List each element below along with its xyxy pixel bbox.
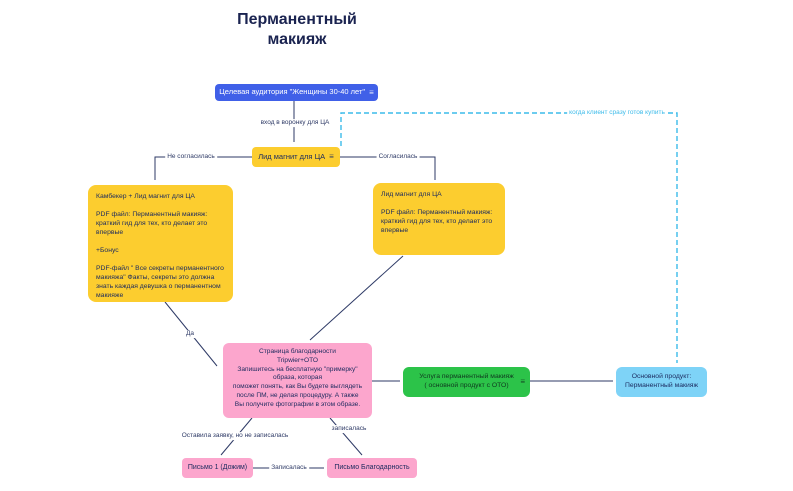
- menu-icon[interactable]: ≡: [520, 377, 525, 386]
- edge-thank-you-to-letter-thanks: [329, 417, 363, 456]
- page-title[interactable]: Перманентный макияж: [237, 11, 357, 48]
- edge-label-funnel-entry[interactable]: вход в воронку для ЦА: [258, 119, 332, 127]
- lead-magnet-node[interactable]: Лид магнит для ЦА ≡: [252, 147, 340, 167]
- edge-label-signed-up-2[interactable]: Записалась: [269, 464, 309, 472]
- edge-lead-magnet-file-to-thank-you: [309, 255, 404, 341]
- edge-label-agreed[interactable]: Согласилась: [376, 153, 420, 161]
- edge-label-left-request[interactable]: Оставила заявку, но не записалась: [179, 432, 291, 440]
- audience-label: Целевая аудитория "Женщины 30-40 лет": [219, 87, 366, 97]
- service-label: Услуга перманентный макияж ( основной пр…: [419, 373, 514, 389]
- edge-label-declined[interactable]: Не согласилась: [165, 153, 217, 161]
- lead-magnet-file-node[interactable]: Лид магнит для ЦА PDF файл: Перманентный…: [373, 183, 505, 255]
- comebacker-node[interactable]: Камбекер + Лид магнит для ЦА PDF файл: П…: [88, 185, 233, 302]
- main-product-node[interactable]: Основной продукт: Перманентный макияж: [616, 367, 707, 397]
- letter1-node[interactable]: Письмо 1 (Дожим): [182, 458, 253, 478]
- service-node[interactable]: Услуга перманентный макияж ( основной пр…: [403, 367, 530, 397]
- menu-icon[interactable]: ≡: [329, 152, 334, 161]
- edge-label-ready-to-buy[interactable]: когда клиент сразу готов купить: [567, 109, 667, 117]
- edge-label-yes[interactable]: Да: [183, 330, 197, 338]
- thank-you-page-node[interactable]: Страница благодарности Tripwier+ОТО Запи…: [223, 343, 372, 418]
- letter-thanks-node[interactable]: Письмо Благодарность: [327, 458, 417, 478]
- edge-label-signed-up[interactable]: записалась: [329, 425, 369, 433]
- lead-magnet-label: Лид магнит для ЦА: [258, 151, 326, 161]
- audience-node[interactable]: Целевая аудитория "Женщины 30-40 лет" ≡: [215, 84, 378, 101]
- menu-icon[interactable]: ≡: [369, 87, 374, 97]
